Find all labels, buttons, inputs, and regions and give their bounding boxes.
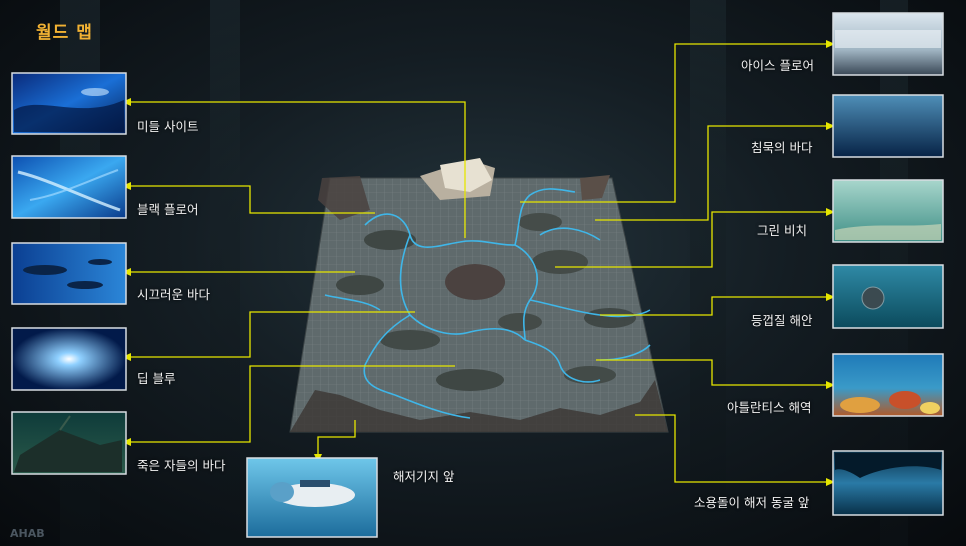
connector-dead bbox=[125, 365, 455, 443]
thumbnail-silent[interactable] bbox=[832, 94, 944, 158]
thumbnail-ice[interactable] bbox=[832, 12, 944, 76]
connector-ice bbox=[520, 43, 832, 203]
label-shell: 등껍질 해안 bbox=[751, 313, 813, 328]
label-midnight: 미들 사이트 bbox=[137, 119, 199, 134]
connector-shell bbox=[600, 296, 832, 316]
label-ice: 아이스 플로어 bbox=[741, 58, 814, 73]
thumbnail-base[interactable] bbox=[246, 457, 378, 538]
connector-base bbox=[317, 420, 356, 460]
connector-vortex bbox=[635, 414, 832, 483]
label-atlantis: 아틀란티스 해역 bbox=[727, 400, 812, 415]
terrain-map bbox=[289, 158, 669, 433]
watermark: AHAB bbox=[10, 527, 45, 540]
thumbnail-midnight[interactable] bbox=[11, 72, 127, 135]
thumbnail-atlantis[interactable] bbox=[832, 353, 944, 417]
connector-black bbox=[125, 185, 375, 214]
connector-deep bbox=[125, 311, 415, 358]
thumbnail-dead[interactable] bbox=[11, 411, 127, 475]
connector-green bbox=[555, 211, 832, 268]
thumbnail-deep[interactable] bbox=[11, 327, 127, 391]
page-title: 월드 맵 bbox=[36, 23, 93, 43]
connector-atlantis bbox=[596, 359, 832, 386]
label-dead: 죽은 자들의 바다 bbox=[137, 458, 226, 473]
thumbnail-noisy[interactable] bbox=[11, 242, 127, 305]
connector-silent bbox=[595, 125, 832, 221]
thumbnail-vortex[interactable] bbox=[832, 450, 944, 516]
label-vortex: 소용돌이 해저 동굴 앞 bbox=[694, 495, 810, 510]
label-green: 그린 비치 bbox=[757, 223, 807, 238]
thumbnail-black[interactable] bbox=[11, 155, 127, 219]
label-noisy: 시끄러운 바다 bbox=[137, 287, 210, 302]
bg-pillar bbox=[690, 0, 726, 546]
connector-midnight bbox=[125, 101, 466, 238]
thumbnail-shell[interactable] bbox=[832, 264, 944, 329]
label-deep: 딥 블루 bbox=[137, 371, 176, 386]
label-base: 해저기지 앞 bbox=[393, 469, 455, 484]
label-silent: 침묵의 바다 bbox=[751, 140, 813, 155]
thumbnail-green[interactable] bbox=[832, 179, 944, 243]
label-black: 블랙 플로어 bbox=[137, 202, 199, 217]
connector-lines bbox=[125, 43, 832, 483]
bg-pillar bbox=[210, 0, 240, 546]
